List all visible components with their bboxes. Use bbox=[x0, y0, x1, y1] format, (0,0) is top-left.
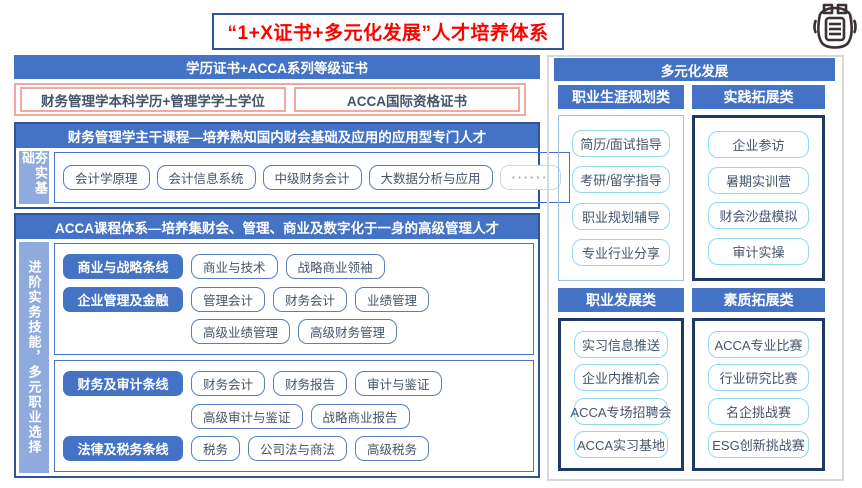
course-pill: 大数据分析与应用 bbox=[368, 165, 493, 190]
list-item: ACCA实习基地 bbox=[574, 430, 668, 458]
career-development-box: 实习信息推送 企业内推机会 ACCA专场招聘会 ACCA实习基地 bbox=[558, 318, 684, 471]
course-pill: 会计学原理 bbox=[63, 165, 150, 190]
list-item: 企业内推机会 bbox=[574, 364, 668, 392]
list-item: 暑期实训营 bbox=[708, 166, 809, 194]
course-pill: 高级业绩管理 bbox=[191, 319, 291, 345]
list-item: 简历/面试指导 bbox=[572, 129, 670, 157]
category-spacer bbox=[63, 319, 183, 344]
certificate-and-courses-panel: 学历证书+ACCA系列等级证书 财务管理学本科学历+管理学学士学位 ACCA国际… bbox=[14, 55, 570, 478]
list-item: 审计实操 bbox=[708, 238, 809, 266]
course-pill: 财务报告 bbox=[273, 370, 348, 396]
list-item: 职业规划辅导 bbox=[572, 202, 670, 230]
acca-section-header: ACCA课程体系—培养集财会、管理、商业及数字化于一身的高级管理人才 bbox=[16, 215, 538, 239]
more-courses-ellipsis: ······ bbox=[499, 165, 561, 190]
course-pill: 战略商业报告 bbox=[310, 403, 410, 429]
course-pill: 高级税务 bbox=[355, 436, 430, 462]
list-item: 行业研究比赛 bbox=[708, 364, 809, 392]
acca-row: 法律及税务条线 税务 公司法与商法 高级税务 bbox=[63, 436, 525, 462]
school-logo-icon bbox=[813, 3, 857, 49]
course-pill: 审计与鉴证 bbox=[355, 370, 442, 396]
course-pill: 中级财务会计 bbox=[262, 165, 362, 190]
quality-expansion-header: 素质拓展类 bbox=[692, 288, 825, 312]
category-chip: 法律及税务条线 bbox=[63, 436, 183, 462]
course-pill: 财务会计 bbox=[273, 286, 348, 312]
list-item: 企业参访 bbox=[708, 130, 809, 158]
course-pill: 税务 bbox=[191, 436, 241, 462]
acca-curriculum-section: ACCA课程体系—培养集财会、管理、商业及数字化于一身的高级管理人才 进阶实务技… bbox=[14, 213, 540, 478]
list-item: 考研/留学指导 bbox=[572, 166, 670, 194]
course-pill: 商业与技术 bbox=[191, 253, 278, 279]
side-label-foundation: 夯实基础 bbox=[19, 151, 49, 204]
course-pill: 高级审计与鉴证 bbox=[191, 403, 303, 429]
list-item: 名企挑战赛 bbox=[708, 397, 809, 425]
cert-container: 财务管理学本科学历+管理学学士学位 ACCA国际资格证书 bbox=[14, 83, 526, 116]
category-chip: 企业管理及金融 bbox=[63, 286, 183, 312]
list-item: 专业行业分享 bbox=[572, 239, 670, 267]
career-planning-header: 职业生涯规划类 bbox=[558, 85, 684, 109]
course-pill: 业绩管理 bbox=[355, 286, 430, 312]
acca-group-audit-law: 财务及审计条线 财务会计 财务报告 审计与鉴证 高级审计与鉴证 战略商业报告 法… bbox=[54, 360, 534, 472]
list-item: ACCA专业比赛 bbox=[708, 331, 809, 359]
acca-row: 商业与战略条线 商业与技术 战略商业领袖 bbox=[63, 253, 525, 279]
course-pill: 会计信息系统 bbox=[156, 165, 256, 190]
cert-section-header: 学历证书+ACCA系列等级证书 bbox=[14, 55, 540, 79]
diversified-development-panel: 多元化发展 职业生涯规划类 实践拓展类 简历/面试指导 考研/留学指导 职业规划… bbox=[547, 55, 844, 481]
list-item: 财会沙盘模拟 bbox=[708, 202, 809, 230]
course-pill: 管理会计 bbox=[191, 286, 266, 312]
career-development-header: 职业发展类 bbox=[558, 288, 684, 312]
acca-row: 高级审计与鉴证 战略商业报告 bbox=[63, 403, 525, 429]
major-courses-section: 财务管理学主干课程—培养熟知国内财会基础及应用的应用型专门人才 夯实基础 会计学… bbox=[14, 122, 570, 209]
career-planning-box: 简历/面试指导 考研/留学指导 职业规划辅导 专业行业分享 bbox=[558, 115, 684, 281]
page-title: “1+X证书+多元化发展”人才培养体系 bbox=[212, 13, 564, 50]
course-pill: 公司法与商法 bbox=[248, 436, 348, 462]
category-chip: 财务及审计条线 bbox=[63, 370, 183, 396]
list-item: 实习信息推送 bbox=[574, 331, 668, 359]
major-courses-box: 会计学原理 会计信息系统 中级财务会计 大数据分析与应用 ······ bbox=[54, 152, 570, 203]
acca-cert-box: ACCA国际资格证书 bbox=[293, 87, 520, 112]
acca-group-business-management: 商业与战略条线 商业与技术 战略商业领袖 企业管理及金融 管理会计 财务会计 业… bbox=[54, 243, 534, 355]
list-item: ESG创新挑战赛 bbox=[708, 430, 809, 458]
side-label-advanced: 进阶实务技能，多元职业选择 bbox=[19, 242, 49, 473]
course-pill: 高级财务管理 bbox=[298, 319, 398, 345]
major-courses-header: 财务管理学主干课程—培养熟知国内财会基础及应用的应用型专门人才 bbox=[16, 124, 538, 148]
acca-row: 财务及审计条线 财务会计 财务报告 审计与鉴证 bbox=[63, 370, 525, 396]
course-pill: 战略商业领袖 bbox=[285, 253, 385, 279]
practice-expansion-header: 实践拓展类 bbox=[692, 85, 825, 109]
course-pill: 财务会计 bbox=[191, 370, 266, 396]
acca-row: 高级业绩管理 高级财务管理 bbox=[63, 319, 525, 345]
acca-row: 企业管理及金融 管理会计 财务会计 业绩管理 bbox=[63, 286, 525, 312]
quality-expansion-box: ACCA专业比赛 行业研究比赛 名企挑战赛 ESG创新挑战赛 bbox=[692, 318, 825, 471]
diversified-development-header: 多元化发展 bbox=[554, 58, 835, 81]
category-chip: 商业与战略条线 bbox=[63, 253, 183, 279]
list-item: ACCA专场招聘会 bbox=[570, 397, 672, 425]
practice-expansion-box: 企业参访 暑期实训营 财会沙盘模拟 审计实操 bbox=[692, 115, 825, 281]
category-spacer bbox=[63, 404, 183, 429]
degree-cert-box: 财务管理学本科学历+管理学学士学位 bbox=[20, 87, 286, 112]
